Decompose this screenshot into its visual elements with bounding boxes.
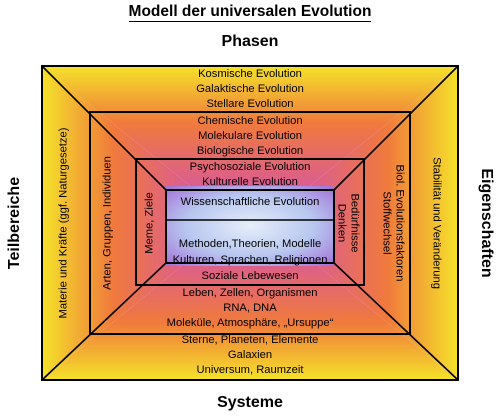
outer-frame [41,65,459,381]
property-inner-line2: Denken [336,203,348,243]
center-panel [166,186,334,266]
system-row: Methoden,Theorien, Modelle [178,238,322,250]
system-row: Universum, Raumzeit [196,364,304,376]
phase-row: Wissenschaftliche Evolution [180,196,320,208]
subarea-middle: Arten, Gruppen, Individuen [101,156,114,290]
property-middle-line2: Stoffwechsel [381,191,393,255]
system-row: Sterne, Planeten, Elemente [181,334,319,346]
system-row: RNA, DNA [223,302,277,314]
property-middle-line1: Biol. Evolutionsfaktoren [393,164,406,282]
phase-row: Psychosoziale Evolution [189,161,311,173]
center-frame [165,189,335,264]
inner-frame [135,158,365,286]
phase-row: Chemische Evolution [197,115,303,127]
label-phases: Phasen [221,33,279,50]
label-systems: Systeme [217,394,283,411]
system-row: Leben, Zellen, Organismen [182,287,318,299]
middle-frame [89,111,411,335]
system-row: Kulturen, Sprachen, Religionen [172,254,328,266]
bottom-trapezoid [42,252,458,380]
property-outer: Stabilität und Veränderung [430,157,443,289]
system-row: Moleküle, Atmosphäre, „Ursuppe“ [166,317,334,329]
property-inner: Bedürfnisse Denken [335,193,361,253]
subarea-outer: Materie und Kräfte (ggf. Naturgesetze) [57,127,70,319]
subarea-inner: Meme, Ziele [143,192,156,254]
system-row: Soziale Lebewesen [201,270,299,282]
phase-row: Biologische Evolution [196,145,304,157]
phase-row: Stellare Evolution [206,98,294,110]
phase-row: Molekulare Evolution [198,130,302,142]
phase-row: Kosmische Evolution [198,68,302,80]
diagram-title: Modell der universalen Evolution [128,3,372,22]
phase-row: Galaktische Evolution [196,83,304,95]
left-trapezoid [42,66,199,380]
system-row: Galaxien [227,349,273,361]
right-trapezoid [301,66,458,380]
property-middle: Biol. Evolutionsfaktoren Stoffwechsel [380,164,406,282]
top-trapezoid [42,66,458,193]
property-inner-line1: Bedürfnisse [348,193,361,253]
phase-row: Kulturelle Evolution [202,176,298,188]
